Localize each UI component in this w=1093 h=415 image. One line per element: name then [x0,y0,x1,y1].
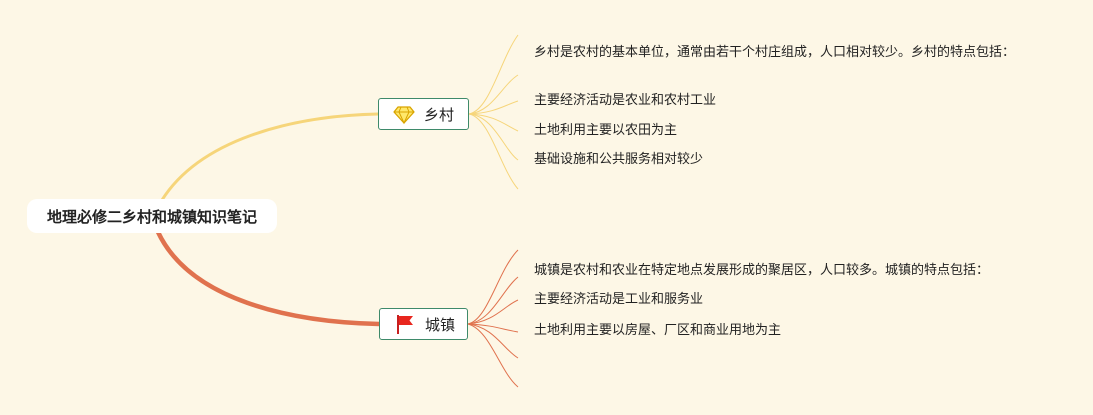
branch-topic-town-label: 城镇 [425,315,456,334]
branch-topic-town[interactable]: 城镇 [379,308,468,340]
branch-topic-rural[interactable]: 乡村 [378,98,469,130]
leaf-rural-infrastructure[interactable]: 基础设施和公共服务相对较少 [534,152,704,167]
connector-root-rural [160,112,380,202]
leaf-rural-economy[interactable]: 主要经济活动是农业和农村工业 [534,93,717,108]
root-topic[interactable]: 地理必修二乡村和城镇知识笔记 [27,199,277,233]
town-leaf-connectors [467,249,519,388]
root-topic-label: 地理必修二乡村和城镇知识笔记 [46,207,257,226]
leaf-town-definition[interactable]: 城镇是农村和农业在特定地点发展形成的聚居区，人口较多。城镇的特点包括： [534,263,990,278]
leaf-rural-land-use[interactable]: 土地利用主要以农田为主 [534,123,678,138]
branch-topic-rural-label: 乡村 [424,105,455,124]
red-flag-icon [397,315,413,334]
rural-leaf-connectors [468,34,519,190]
diamond-icon [393,106,415,125]
leaf-rural-definition[interactable]: 乡村是农村的基本单位，通常由若干个村庄组成，人口相对较少。乡村的特点包括： [534,45,1016,60]
leaf-town-land-use[interactable]: 土地利用主要以房屋、厂区和商业用地为主 [534,323,782,338]
connector-root-town [155,229,382,327]
leaf-town-economy[interactable]: 主要经济活动是工业和服务业 [534,292,704,307]
